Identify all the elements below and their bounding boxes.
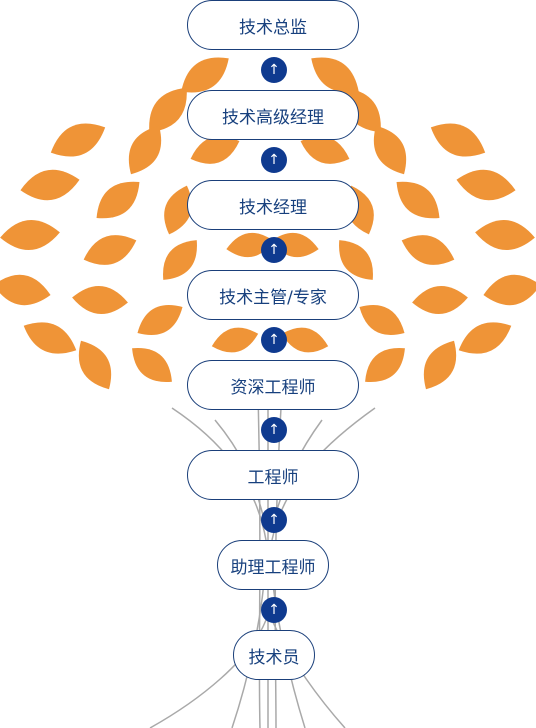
- leaf-shape: [149, 87, 187, 133]
- leaf-shape: [78, 340, 112, 390]
- leaf-shape: [373, 125, 407, 175]
- leaf-shape: [23, 322, 77, 354]
- arrow-up-icon: ↑: [261, 507, 287, 533]
- leaf-shape: [339, 240, 373, 280]
- arrow-up-icon: ↑: [261, 597, 287, 623]
- leaf-shape: [83, 235, 137, 265]
- leaf-shape: [458, 322, 512, 354]
- leaf-shape: [430, 123, 486, 157]
- leaf-shape: [190, 136, 240, 164]
- leaf-shape: [396, 181, 440, 219]
- leaf-shape: [20, 169, 80, 201]
- leaf-shape: [401, 235, 455, 265]
- arrow-up-icon: ↑: [261, 237, 287, 263]
- arrow-up-icon: ↑: [261, 417, 287, 443]
- leaf-shape: [300, 136, 350, 164]
- leaf-shape: [50, 123, 106, 157]
- level-assistant-engineer: 助理工程师: [217, 540, 329, 590]
- leaf-shape: [475, 219, 535, 251]
- leaf-shape: [311, 57, 359, 93]
- leaf-shape: [456, 169, 516, 201]
- leaf-shape: [96, 181, 140, 219]
- leaf-shape: [0, 274, 51, 306]
- leaf-shape: [128, 125, 162, 175]
- leaf-shape: [423, 340, 457, 390]
- leaf-shape: [181, 57, 229, 93]
- leaf-shape: [137, 304, 183, 336]
- level-technical-director: 技术总监: [187, 0, 359, 50]
- level-technical-lead-expert: 技术主管/专家: [187, 270, 359, 320]
- leaf-shape: [132, 348, 172, 382]
- leaf-shape: [0, 219, 60, 251]
- arrow-up-icon: ↑: [261, 327, 287, 353]
- leaf-shape: [483, 274, 536, 306]
- leaf-shape: [365, 348, 405, 382]
- leaf-shape: [163, 240, 197, 280]
- leaf-shape: [412, 285, 468, 315]
- leaf-shape: [164, 185, 192, 235]
- leaf-shape: [281, 327, 329, 353]
- level-senior-technical-manager: 技术高级经理: [187, 90, 359, 140]
- arrow-up-icon: ↑: [261, 57, 287, 83]
- leaf-shape: [72, 285, 128, 315]
- leaf-shape: [211, 327, 259, 353]
- level-engineer: 工程师: [187, 450, 359, 500]
- level-senior-engineer: 资深工程师: [187, 360, 359, 410]
- level-technical-manager: 技术经理: [187, 180, 359, 230]
- level-technician: 技术员: [233, 630, 315, 680]
- leaf-shape: [359, 304, 405, 336]
- arrow-up-icon: ↑: [261, 147, 287, 173]
- tree-leaves: [0, 57, 536, 390]
